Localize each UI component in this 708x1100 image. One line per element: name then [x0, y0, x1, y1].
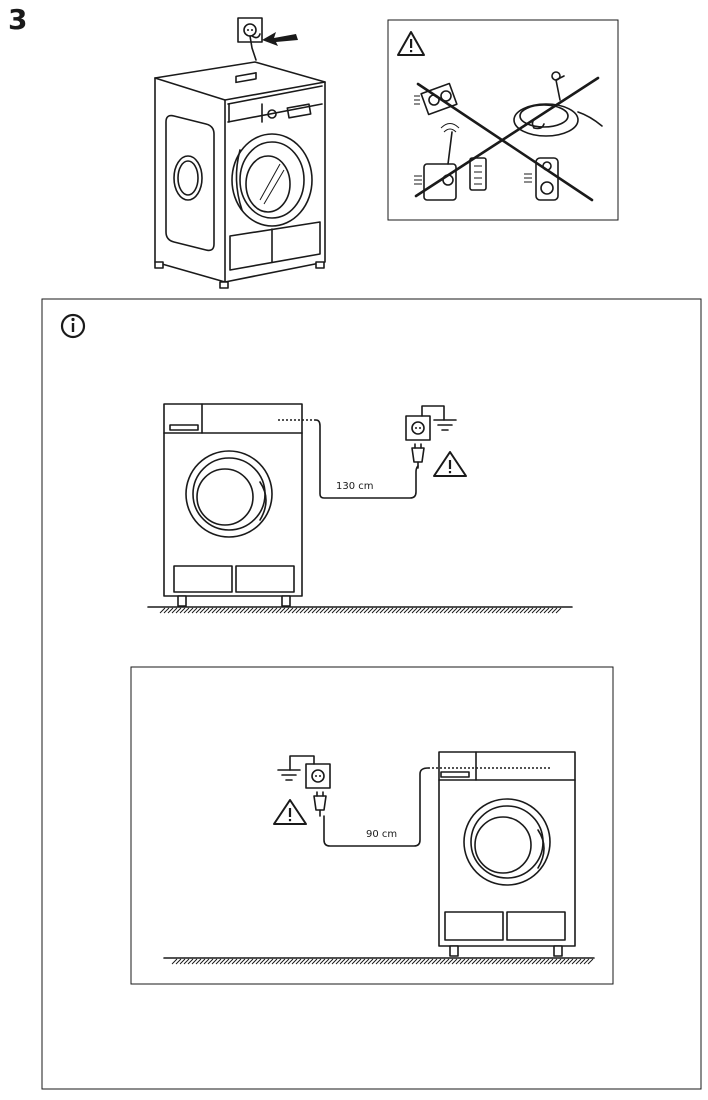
remote-control-icon — [469, 157, 487, 191]
distance-label-130cm: 130 cm — [336, 481, 374, 492]
floor-hatch-icon — [163, 957, 595, 965]
plug-icon — [313, 791, 327, 817]
dryer-3d-icon — [154, 61, 326, 289]
cross-out-mark — [414, 76, 600, 202]
socket-ground-icon — [277, 755, 331, 789]
step-number: 3 — [8, 3, 28, 36]
wall-socket-icon — [237, 17, 263, 43]
dryer-front-90cm-icon — [438, 751, 576, 957]
warning-icon — [397, 31, 425, 56]
distance-label-90cm: 90 cm — [366, 829, 397, 840]
timer-plug-icon — [414, 123, 460, 201]
plug-icon — [411, 443, 425, 469]
warning-icon — [433, 451, 467, 477]
insert-arrow-icon — [262, 32, 298, 46]
forbidden-accessories-panel — [387, 19, 619, 221]
warning-icon — [273, 799, 307, 825]
extension-cord-icon — [513, 71, 603, 137]
info-icon — [60, 313, 86, 339]
floor-hatch-icon — [147, 606, 573, 614]
dryer-plug-in-illustration — [154, 17, 326, 289]
socket-ground-icon — [405, 405, 457, 441]
example-90cm-frame — [130, 666, 614, 985]
plug-adapter-icon — [524, 157, 559, 201]
dryer-front-130cm-icon — [163, 403, 303, 607]
